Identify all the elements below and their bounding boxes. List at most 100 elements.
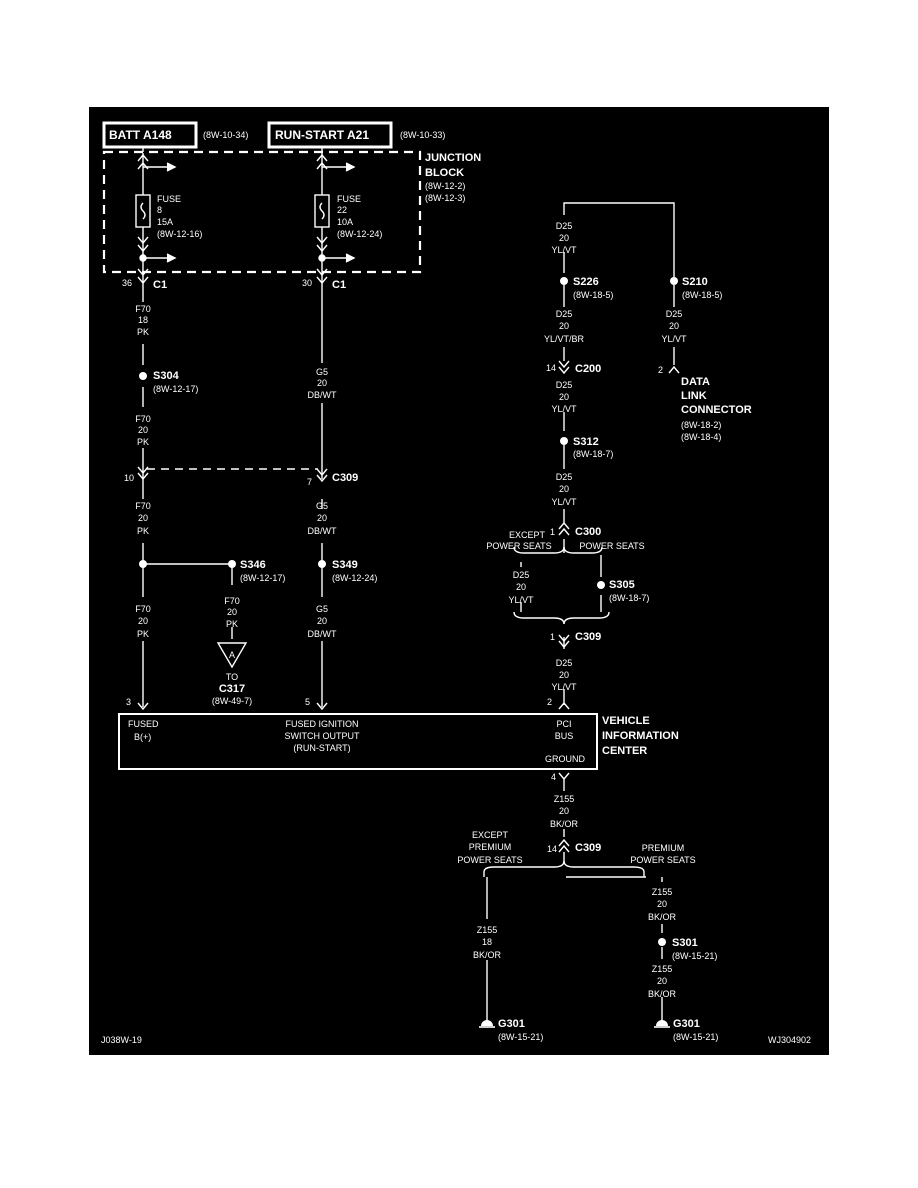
c309-pin-left: 10	[124, 473, 134, 483]
wire-d25-4-circuit: D25	[513, 570, 530, 580]
c300-name: C300	[575, 526, 601, 538]
s301-splice-dot	[658, 938, 666, 946]
wire-f70-20d-circuit: F70	[135, 604, 151, 614]
vic-ign-3: (RUN-START)	[293, 743, 350, 753]
s226-name: S226	[573, 276, 599, 288]
offpage-to: TO	[226, 672, 238, 682]
wire-d25-br-color: YL/VT/BR	[544, 334, 585, 344]
g301-right-name: G301	[673, 1018, 700, 1030]
except-power-seats-2: POWER SEATS	[486, 541, 551, 551]
wire-g5-b-circuit: G5	[316, 501, 328, 511]
s301-ref: (8W-15-21)	[672, 951, 717, 961]
vic-fused-1: FUSED	[128, 719, 159, 729]
batt-a148-ref: (8W-10-34)	[203, 130, 248, 140]
wire-d25-4-gauge: 20	[516, 582, 526, 592]
vic-ign-2: SWITCH OUTPUT	[285, 731, 360, 741]
c1-left-pin: 36	[122, 278, 132, 288]
vic-title-1: VEHICLE	[602, 715, 650, 727]
ground-symbol-right-icon	[654, 1020, 670, 1028]
wire-d25-2-color: YL/VT	[551, 404, 577, 414]
wire-z155-18-circuit: Z155	[477, 925, 498, 935]
footer-left-code: J038W-19	[101, 1035, 142, 1045]
wire-d25-top-label: D25 20 YL/VT	[551, 221, 577, 255]
wire-g5-c-gauge: 20	[317, 616, 327, 626]
wire-d25-3-color: YL/VT	[551, 497, 577, 507]
s346-ref: (8W-12-17)	[240, 573, 285, 583]
s346-left-dot	[139, 560, 147, 568]
c309-pin-right: 7	[307, 477, 312, 487]
offpage-letter: A	[229, 650, 235, 660]
fuse-8-line-2: 8	[157, 205, 162, 215]
wire-d25-5-label: D25 20 YL/VT	[551, 658, 577, 692]
diagram-background	[89, 107, 829, 1055]
wire-g5-b-gauge: 20	[317, 513, 327, 523]
wire-z155-b-label: Z155 20 BK/OR	[648, 887, 677, 922]
c309-right-name: C309	[575, 631, 601, 643]
vic-title-2: INFORMATION	[602, 730, 679, 742]
s226-splice-dot	[560, 277, 568, 285]
fuse-22-label: FUSE 22 10A (8W-12-24)	[337, 194, 382, 239]
s301-name: S301	[672, 937, 698, 949]
wire-d25-br-gauge: 20	[559, 321, 569, 331]
except-power-seats-1: EXCEPT	[509, 530, 546, 540]
wire-d25-top-circuit: D25	[556, 221, 573, 231]
dlc-pin: 2	[658, 365, 663, 375]
c309-mid-name: C309	[332, 472, 358, 484]
s305-splice-dot	[597, 581, 605, 589]
fuse-8-branch	[135, 147, 177, 289]
wire-d25-top-gauge: 20	[559, 233, 569, 243]
middle-wire-column	[316, 289, 328, 711]
except-premium-3: POWER SEATS	[457, 855, 522, 865]
s349-ref: (8W-12-24)	[332, 573, 377, 583]
wire-f70-20c-label: F70 20 PK	[224, 596, 240, 629]
s349-name: S349	[332, 559, 358, 571]
wire-z155-a-gauge: 20	[559, 806, 569, 816]
run-start-a21-ref: (8W-10-33)	[400, 130, 445, 140]
offpage-ref: (8W-49-7)	[212, 696, 252, 706]
wire-z155-18-color: BK/OR	[473, 950, 502, 960]
s304-splice-dot	[139, 372, 147, 380]
c300-pin: 1	[550, 527, 555, 537]
dlc-title-1: DATA	[681, 376, 710, 388]
wire-d25-dlc-gauge: 20	[669, 321, 679, 331]
batt-a148-label: BATT A148	[109, 128, 172, 142]
wire-f70-20a-label: F70 20 PK	[135, 414, 151, 447]
junction-block-title-2: BLOCK	[425, 167, 464, 179]
wire-z155-a-circuit: Z155	[554, 794, 575, 804]
wire-z155-b-gauge: 20	[657, 899, 667, 909]
vic-pin-pci: 2	[547, 697, 552, 707]
wire-f70-20a-gauge: 20	[138, 425, 148, 435]
wire-f70-20c-gauge: 20	[227, 607, 237, 617]
wire-d25-5-color: YL/VT	[551, 682, 577, 692]
dlc-ref-1: (8W-18-2)	[681, 420, 721, 430]
wire-g5-a-gauge: 20	[317, 378, 327, 388]
fuse-22-line-3: 10A	[337, 217, 353, 227]
fuse-8-line-1: FUSE	[157, 194, 181, 204]
fuse-22-line-4: (8W-12-24)	[337, 229, 382, 239]
wire-z155-b-color: BK/OR	[648, 912, 677, 922]
junction-block-outline	[102, 150, 422, 274]
wire-d25-2-gauge: 20	[559, 392, 569, 402]
wire-d25-br-label: D25 20 YL/VT/BR	[544, 309, 585, 344]
wire-d25-dlc-circuit: D25	[666, 309, 683, 319]
wire-f70-20d-color: PK	[137, 629, 149, 639]
fuse-8-line-4: (8W-12-16)	[157, 229, 202, 239]
c309-right-pin: 1	[550, 632, 555, 642]
wire-z155-18-label: Z155 18 BK/OR	[473, 925, 502, 960]
vic-ground: GROUND	[545, 754, 585, 764]
s305-name: S305	[609, 579, 635, 591]
run-start-a21-label: RUN-START A21	[275, 128, 369, 142]
wire-g5-b-color: DB/WT	[308, 526, 337, 536]
wire-f70-20b-gauge: 20	[138, 513, 148, 523]
wire-z155-c-gauge: 20	[657, 976, 667, 986]
s312-ref: (8W-18-7)	[573, 449, 613, 459]
wire-d25-2-circuit: D25	[556, 380, 573, 390]
run-start-a21-header: RUN-START A21 (8W-10-33)	[267, 121, 445, 149]
ground-symbol-left-icon	[479, 1020, 495, 1028]
wire-f70-18-color: PK	[137, 327, 149, 337]
wire-f70-20b-circuit: F70	[135, 501, 151, 511]
wire-f70-20a-color: PK	[137, 437, 149, 447]
vic-pin-ign: 5	[305, 697, 310, 707]
right-wire-column	[513, 202, 680, 710]
s210-name: S210	[682, 276, 708, 288]
